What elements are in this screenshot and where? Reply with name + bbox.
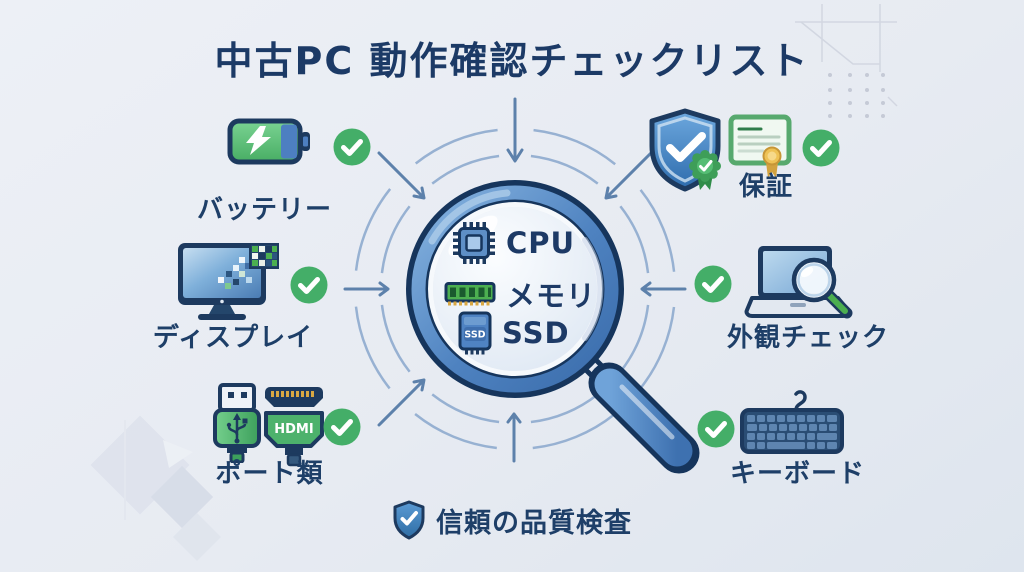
- dot-grid-decoration: [828, 73, 885, 118]
- checklist-label-keyboard: キーボード: [729, 459, 865, 489]
- arrow-top-right: [604, 151, 653, 200]
- ram-memory-icon: [444, 282, 496, 306]
- laptop-magnifier-icon: [744, 246, 853, 319]
- check-icon: [333, 128, 371, 166]
- checklist-label-warranty: 保証: [738, 172, 793, 202]
- usb-plug-icon: [213, 383, 261, 463]
- check-icon: [697, 410, 735, 448]
- ribbon-rosette-icon: [689, 150, 721, 190]
- arrow-left: [343, 281, 390, 297]
- center-item-ssd: SSD SSD: [458, 311, 570, 355]
- checklist-label-ports: ポート類: [215, 459, 324, 489]
- arrow-bottom: [506, 412, 522, 463]
- pixel-check-grid-icon: [249, 243, 279, 269]
- center-item-cpu: CPU: [452, 221, 575, 265]
- center-item-label: CPU: [506, 226, 576, 260]
- check-icon: [323, 408, 361, 446]
- medal-icon: [762, 146, 782, 178]
- arrow-right: [640, 281, 687, 297]
- center-item-label: SSD: [502, 316, 570, 350]
- footer-badge: 信頼の品質検査: [0, 500, 1024, 540]
- svg-text:HDMI: HDMI: [274, 422, 313, 437]
- ssd-drive-icon: SSD: [458, 311, 492, 355]
- shield-check-icon: [393, 500, 425, 540]
- checklist-label-display: ディスプレイ: [152, 323, 314, 353]
- check-icon: [802, 129, 840, 167]
- checklist-label-battery: バッテリー: [196, 195, 332, 225]
- monitor-icon: [178, 243, 266, 320]
- corner-lines-decoration: [795, 4, 898, 107]
- arrow-bottom-left: [377, 378, 426, 427]
- diamond-decoration: [90, 415, 222, 562]
- arrow-top-left: [377, 151, 426, 200]
- arrow-top: [506, 97, 524, 163]
- certificate-icon: [728, 114, 792, 178]
- keyboard-icon: [740, 390, 844, 454]
- page-title: 中古PC 動作確認チェックリスト: [214, 39, 810, 83]
- shield-award-icon: [649, 108, 721, 192]
- footer-label: 信頼の品質検査: [436, 507, 632, 539]
- hdmi-plug-icon: HDMI: [264, 387, 324, 467]
- check-icon: [694, 265, 732, 303]
- check-icon: [290, 266, 328, 304]
- cpu-chip-icon: [453, 222, 495, 264]
- inward-arrows: [343, 97, 687, 463]
- center-item-memory: メモリ: [444, 273, 596, 315]
- center-item-label: メモリ: [506, 279, 597, 313]
- checklist-label-appearance: 外観チェック: [726, 323, 889, 353]
- battery-icon: [227, 118, 310, 165]
- svg-text:SSD: SSD: [464, 330, 485, 341]
